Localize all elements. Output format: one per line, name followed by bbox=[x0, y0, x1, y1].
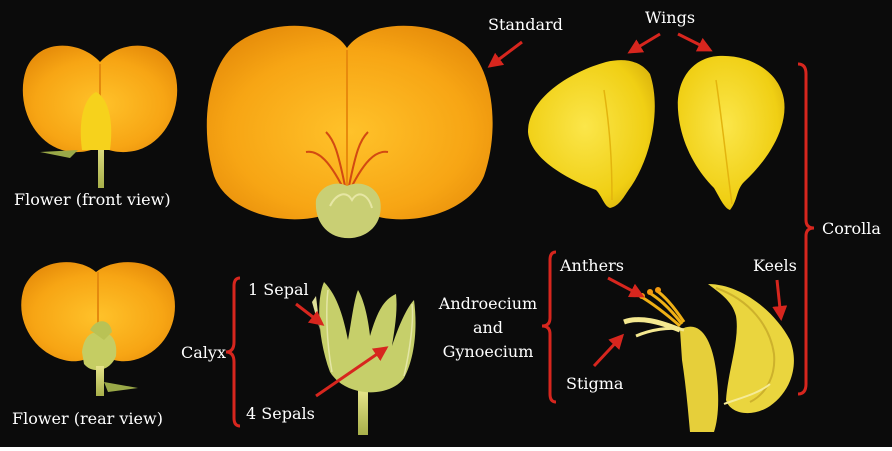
label-gynoecium: Gynoecium bbox=[436, 344, 540, 360]
label-stigma: Stigma bbox=[566, 376, 623, 392]
label-standard: Standard bbox=[488, 17, 563, 33]
label-anthers: Anthers bbox=[560, 258, 624, 274]
label-calyx: Calyx bbox=[181, 345, 226, 361]
label-flower-rear-view: Flower (rear view) bbox=[12, 411, 163, 427]
label-and: and bbox=[436, 320, 540, 336]
label-one-sepal: 1 Sepal bbox=[248, 282, 309, 298]
label-corolla: Corolla bbox=[822, 221, 881, 237]
label-keels: Keels bbox=[753, 258, 797, 274]
standard-petal-image bbox=[207, 26, 493, 238]
label-wings: Wings bbox=[645, 10, 695, 26]
label-flower-front-view: Flower (front view) bbox=[14, 192, 171, 208]
label-four-sepals: 4 Sepals bbox=[246, 406, 315, 422]
label-androecium: Androecium bbox=[436, 296, 540, 312]
